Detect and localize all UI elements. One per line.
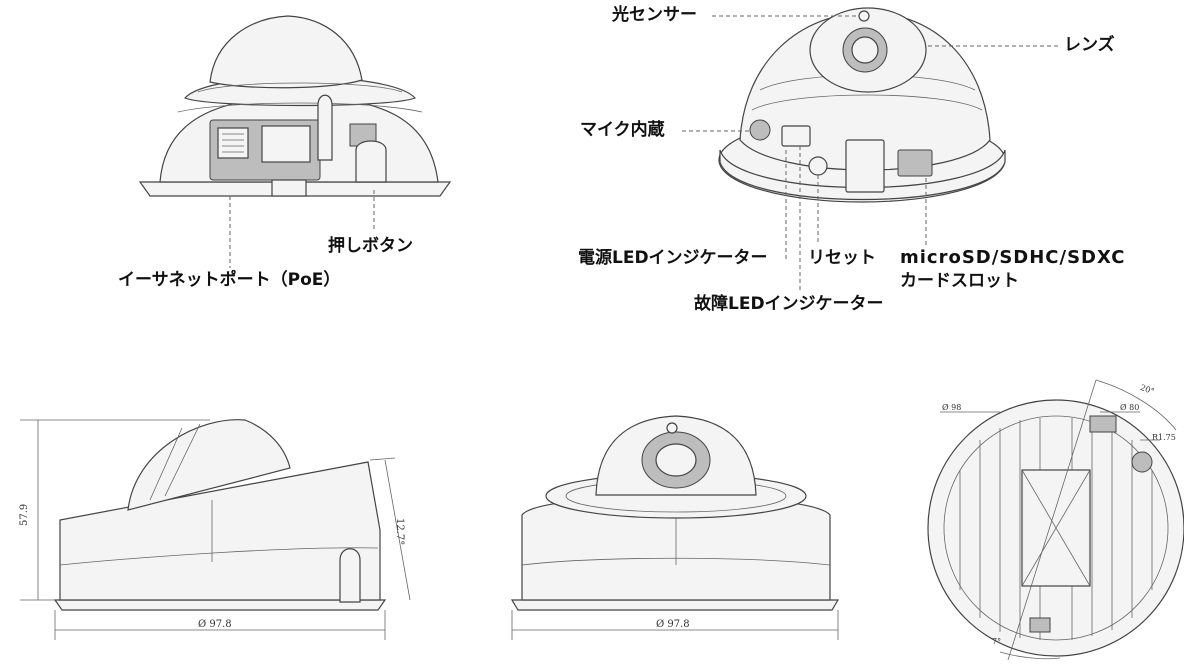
bottom-hole-dimension: R1.75: [1152, 433, 1176, 442]
bottom-small-dimension: 7°: [992, 637, 1002, 646]
camera-perspective-drawing: [718, 7, 1006, 203]
camera-side-cutaway-drawing: [138, 15, 452, 197]
lens-label: レンズ: [1064, 35, 1115, 55]
sd-slot-label-line2: カードスロット: [900, 271, 1019, 291]
reset-label: リセット: [808, 248, 876, 268]
microphone-label: マイク内蔵: [580, 120, 665, 140]
fault-led-label: 故障LEDインジケーター: [694, 294, 884, 314]
ethernet-port-label: イーサネットポート（PoE）: [118, 270, 341, 290]
bottom-dimension-drawing: [927, 379, 1184, 661]
side-tilt-dimension: 12.7°: [394, 518, 405, 546]
side-dimension-drawing: [20, 419, 411, 640]
side-diameter-dimension: Ø 97.8: [198, 619, 232, 630]
power-led-label: 電源LEDインジケーター: [578, 248, 768, 268]
sd-slot-label: microSD/SDHC/SDXC: [900, 247, 1126, 268]
bottom-inner-dimension: Ø 80: [1120, 403, 1140, 412]
front-diameter-dimension: Ø 97.8: [656, 619, 690, 630]
light-sensor-label: 光センサー: [612, 5, 697, 25]
front-dimension-drawing: [510, 415, 840, 640]
push-button-label: 押しボタン: [328, 236, 413, 256]
side-height-dimension: 57.9: [19, 503, 30, 526]
bottom-outer-dimension: Ø 98: [942, 403, 962, 412]
